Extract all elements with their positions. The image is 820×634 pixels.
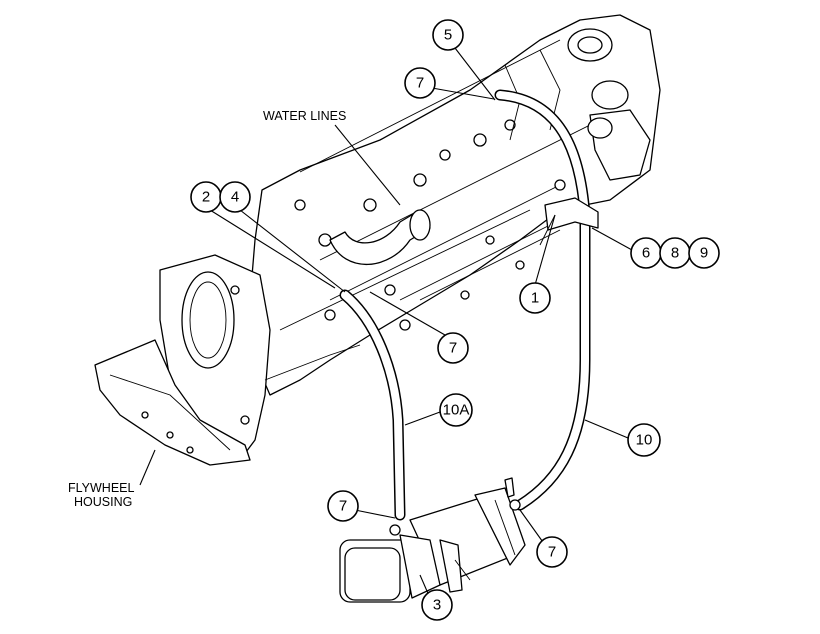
water-hose-10 (494, 89, 591, 511)
callout-8: 8 (659, 237, 691, 269)
callout-10a: 10A (439, 393, 473, 427)
callout-2: 2 (190, 181, 222, 213)
callout-10a-text: 10A (443, 402, 470, 419)
callout-1-text: 1 (531, 290, 539, 307)
flywheel-housing (94, 254, 361, 466)
callout-7-heater-right: 7 (536, 536, 568, 568)
callout-9: 9 (688, 237, 720, 269)
callout-10: 10 (627, 423, 661, 457)
callout-3: 3 (421, 589, 453, 621)
callout-7-middle: 7 (437, 332, 469, 364)
callout-7-top: 7 (404, 67, 436, 99)
callout-9-text: 9 (700, 245, 708, 262)
callout-7-heater-left: 7 (327, 490, 359, 522)
callout-6-text: 6 (642, 245, 650, 262)
callout-5-text: 5 (444, 27, 452, 44)
callout-7-heater-right-text: 7 (548, 544, 556, 561)
leader-lines (139, 47, 633, 599)
flywheel-housing-label-line1: FLYWHEEL (68, 481, 134, 495)
callout-7-top-text: 7 (416, 75, 424, 92)
coolant-heater (339, 477, 526, 603)
water-hose-10a (339, 289, 406, 521)
water-lines-label: WATER LINES (263, 109, 346, 123)
callout-4-text: 4 (231, 189, 239, 206)
callout-1: 1 (519, 282, 551, 314)
callout-2-text: 2 (202, 189, 210, 206)
callout-6: 6 (630, 237, 662, 269)
callout-8-text: 8 (671, 245, 679, 262)
callout-3-text: 3 (433, 597, 441, 614)
hose-clamp-bracket (539, 197, 599, 246)
callout-10-text: 10 (636, 432, 653, 449)
flywheel-housing-label-line2: HOUSING (74, 495, 132, 509)
callout-7-heater-left-text: 7 (339, 498, 347, 515)
callout-7-middle-text: 7 (449, 340, 457, 357)
callout-4: 4 (219, 181, 251, 213)
callout-5: 5 (432, 19, 464, 51)
